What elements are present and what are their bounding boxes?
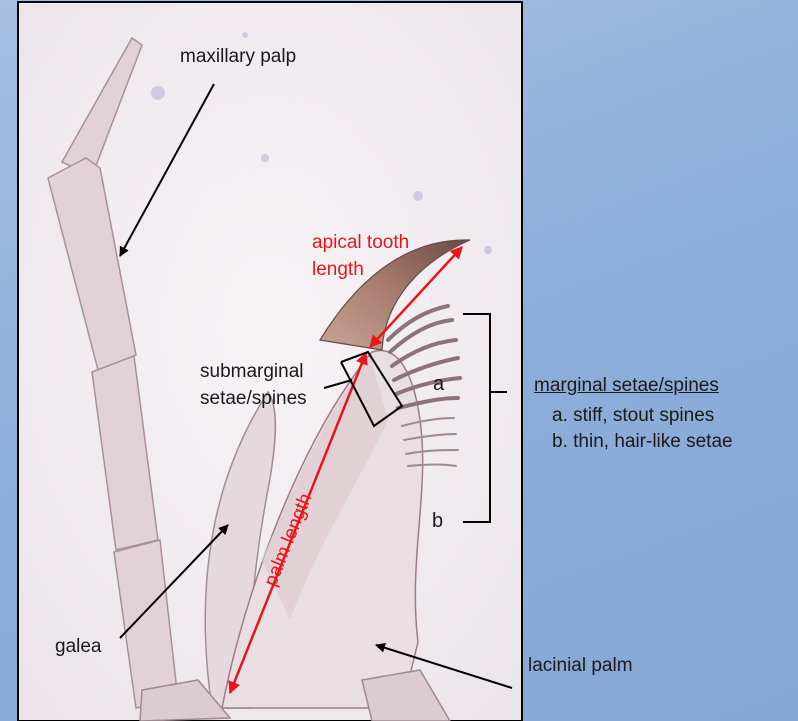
- submarginal-label-line1: submarginal: [200, 361, 304, 383]
- marker-a-label: a: [433, 373, 444, 395]
- marginal-key-item-b: b. thin, hair-like setae: [552, 431, 733, 453]
- submarginal-label-line2: setae/spines: [200, 388, 307, 410]
- marginal-key-item-a: a. stiff, stout spines: [552, 405, 714, 427]
- marker-b-label: b: [432, 510, 443, 532]
- lacinial-palm-label: lacinial palm: [528, 655, 633, 677]
- apical-tooth-label-line1: apical tooth: [312, 232, 409, 254]
- galea-label: galea: [55, 636, 102, 658]
- maxillary-palp-label: maxillary palp: [180, 46, 296, 68]
- marginal-key-title: marginal setae/spines: [534, 375, 719, 397]
- apical-tooth-label-line2: length: [312, 259, 364, 281]
